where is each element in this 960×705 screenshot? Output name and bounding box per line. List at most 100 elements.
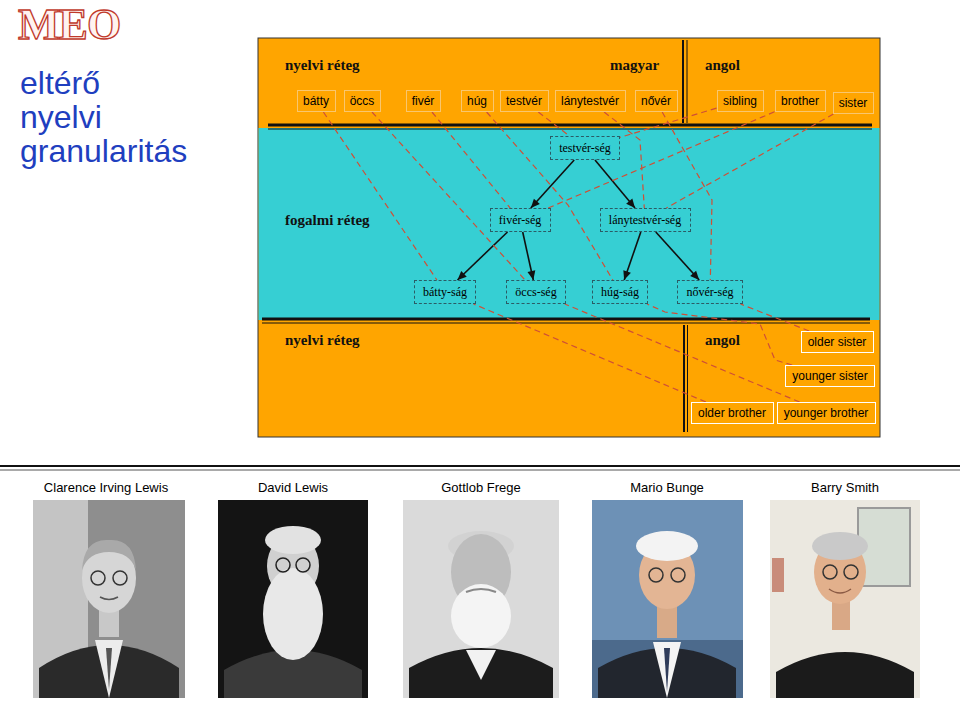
connector-line [538,112,569,136]
connector-line [474,304,706,402]
mapping-line [565,304,800,402]
node-text: lánytestvér [561,94,619,108]
section-divider [0,465,960,467]
arrowhead [690,271,699,280]
mapping-line [666,114,833,208]
word-box: sister [833,92,874,114]
concept-box: testvér-ség [550,136,620,160]
layer-divider [262,323,870,324]
portrait-photo [844,565,858,579]
word-box: sibling [717,90,764,112]
node-text: younger brother [784,406,869,420]
slide-title: eltérő nyelvi granularitás [20,66,187,168]
portrait-photo [409,648,553,698]
connector-line [620,108,717,137]
node-text: nővér [641,94,671,108]
person-name: Barry Smith [755,480,935,496]
mapping-line [548,112,774,208]
connector-line [323,112,437,280]
arrowhead [458,271,467,280]
concept-box: bátty-ság [414,280,476,304]
hierarchy-arrow [623,232,640,280]
layer-band: nyelvi rétegangololder sisteryounger sis… [258,320,880,437]
node-text: older brother [698,406,766,420]
portrait-photo [276,558,290,572]
portrait-photo [91,571,105,585]
node-text: sibling [723,94,757,108]
node-text: öccs-ség [515,285,556,299]
portrait-photo [664,648,670,692]
portrait-photo [776,652,914,698]
portrait-photo [770,500,920,698]
mapping-line [604,112,644,208]
word-box: fivér [406,90,441,112]
node-text: testvér-ség [559,141,611,155]
node-text: sister [839,96,868,110]
portrait-photo [106,648,112,690]
layer-heading: fogalmi réteg [285,211,370,229]
layer-band: nyelvi rétegmagyarangolbáttyöccsfivérhúg… [258,38,880,128]
orange-panel [258,38,880,437]
concept-box: fivér-ség [490,208,551,232]
word-box: testvér [500,90,549,112]
layer-heading: nyelvi réteg [285,56,360,74]
word-box: brother [775,90,826,112]
concept-box: húg-ság [592,280,648,304]
node-text: brother [781,94,819,108]
connector-line [432,112,510,208]
language-divider [683,325,685,432]
word-box: húg [461,90,494,112]
hierarchy-arrow [656,232,699,280]
node-text: bátty [303,94,329,108]
portrait-photo [649,568,663,582]
node-text: younger sister [792,369,867,383]
portrait-photo [451,584,511,648]
connector-line [666,114,833,208]
arrowhead [626,199,635,208]
person-name: David Lewis [203,480,383,496]
portrait-photo [296,558,310,572]
layer-heading: magyar [610,56,659,74]
language-divider [682,40,684,123]
mapping-line [372,112,525,280]
concept-box: nővér-ség [677,280,743,304]
word-box: younger brother [777,402,876,424]
portrait-photo [598,648,736,698]
node-text: lánytestvér-ség [609,213,681,227]
mapping-line [474,304,706,402]
arrowhead [527,270,535,280]
person-name: Gottlob Frege [391,480,571,496]
portrait-photo [82,540,136,570]
language-divider [687,325,688,432]
word-box: lánytestvér [555,90,626,112]
portrait-photo [823,565,837,579]
connector-line [624,232,641,280]
layer-heading: nyelvi réteg [285,331,360,349]
layer-divider [268,129,872,130]
connector-line [531,160,574,208]
connector-line [595,160,635,208]
portrait-photo [812,532,868,560]
connector-line [548,112,774,208]
portrait-photo [95,640,123,698]
concept-box: öccs-ség [506,280,566,304]
cyan-band [259,128,880,320]
hierarchy-arrow [531,160,574,208]
node-text: bátty-ság [423,285,467,299]
mapping-line [620,108,717,137]
layer-band: fogalmi réteg testvér-ség fivér-ség lánytes… [258,128,880,320]
hierarchy-arrow [458,232,508,280]
portrait-photo [263,568,323,660]
language-divider [687,40,688,123]
portrait-photo [33,500,185,698]
portrait-photo [671,568,685,582]
node-text: older sister [808,335,867,349]
word-box: older brother [691,402,774,424]
word-box: younger sister [785,365,875,387]
mapping-line [741,304,810,331]
word-box: bátty [297,90,336,112]
portrait-photo [653,642,681,698]
portrait-photo [592,640,743,698]
node-text: öccs [350,94,375,108]
hierarchy-arrow [595,160,635,208]
